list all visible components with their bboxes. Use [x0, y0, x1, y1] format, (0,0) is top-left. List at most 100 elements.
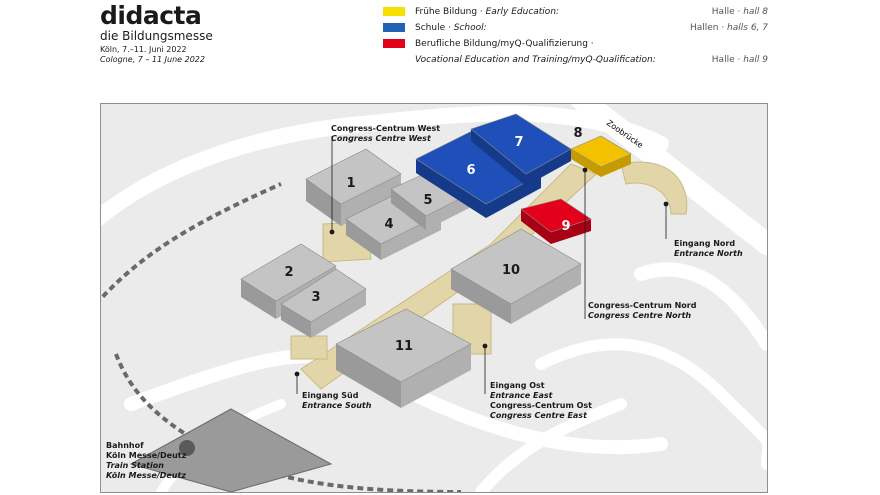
callout-bahnhof-en1: Train Station — [106, 461, 164, 470]
legend-hall-de: Halle · — [711, 55, 744, 65]
hall-11-roof — [335, 308, 472, 383]
leader-dot-ost — [482, 343, 488, 349]
entrance-south-block — [290, 335, 328, 360]
callout-congress-centre-west: Congress-Centrum West Congress Centre We… — [331, 124, 440, 144]
callout-cco-de: Congress-Centrum Ost — [490, 401, 592, 410]
hall-7-side-face — [471, 129, 526, 186]
legend: Frühe Bildung · Early Education: Halle ·… — [383, 4, 768, 68]
callout-entrance-east: Eingang Ost Entrance East Congress-Centr… — [490, 381, 592, 421]
leader-dot-nord — [663, 201, 669, 207]
legend-label-de: Frühe Bildung · — [415, 7, 486, 17]
hall-6-label: 6 — [466, 163, 475, 178]
legend-swatch-red — [383, 39, 405, 48]
legend-label-de: Berufliche Bildung/myQ-Qualifizierung · — [415, 39, 594, 49]
hall-9-side-face — [521, 209, 551, 244]
hall-3-label: 3 — [311, 290, 320, 305]
event-date-de: Köln, 7.–11. Juni 2022 — [100, 45, 187, 54]
legend-label-en: School: — [453, 23, 487, 33]
road-southeast — [535, 338, 767, 470]
hall-11-side-face — [336, 344, 401, 408]
hall-1-label: 1 — [346, 176, 355, 191]
legend-row-early-education: Frühe Bildung · Early Education: Halle ·… — [383, 4, 768, 20]
hall-9: 9 — [520, 198, 592, 244]
callout-bahnhof-de2: Köln Messe/Deutz — [106, 451, 187, 460]
legend-label-en: Early Education: — [485, 7, 560, 17]
legend-hall-de: Halle · — [711, 7, 744, 17]
callout-bahnhof-en2: Köln Messe/Deutz — [106, 471, 186, 480]
road-ost — [475, 398, 627, 492]
hall-7-front-face — [526, 149, 571, 186]
hall-10-front-face — [511, 264, 581, 324]
legend-hall-en: hall 9 — [743, 55, 768, 65]
hall-9-roof — [520, 198, 592, 233]
hall-8-side-face — [571, 149, 601, 177]
legend-row-vocational-en: Vocational Education and Training/myQ-Qu… — [383, 52, 768, 68]
callout-bahnhof-de1: Bahnhof — [106, 441, 144, 450]
callout-cco-en: Congress Centre East — [490, 411, 587, 420]
callout-train-station: Bahnhof Köln Messe/Deutz Train Station K… — [106, 441, 186, 481]
leader-dot-ccn — [582, 167, 588, 173]
hall-3-front-face — [311, 289, 366, 338]
hall-11: 11 — [335, 308, 472, 408]
hall-11-label: 11 — [395, 339, 413, 354]
legend-hall-de: Hallen · — [689, 23, 728, 33]
hall-2-roof — [240, 243, 337, 302]
callout-sued-en: Entrance South — [302, 401, 372, 410]
hall-10: 10 — [450, 228, 582, 324]
hall-8-label: 8 — [573, 126, 582, 141]
hall-3: 3 — [280, 268, 367, 338]
hall-2-label: 2 — [284, 265, 293, 280]
legend-row-vocational: Berufliche Bildung/myQ-Qualifizierung · — [383, 36, 768, 52]
callout-ccn-en: Congress Centre North — [588, 311, 692, 320]
didacta-logo: didacta die Bildungsmesse Köln, 7.–11. J… — [100, 2, 213, 65]
callout-ost-de: Eingang Ost — [490, 381, 545, 390]
legend-swatch-yellow — [383, 7, 405, 16]
hall-10-side-face — [451, 269, 511, 324]
hall-8-front-face — [601, 154, 631, 177]
hall-1-front-face — [341, 174, 401, 226]
logo-subtitle: die Bildungsmesse — [100, 29, 213, 43]
hall-9-label: 9 — [561, 219, 570, 234]
legend-label-de: Schule · — [415, 23, 454, 33]
leader-dot-sued — [294, 371, 300, 377]
callout-congress-centre-north: Congress-Centrum Nord Congress Centre No… — [588, 301, 696, 321]
road-zoobruecke — [571, 104, 767, 255]
hall-9-front-face — [551, 219, 591, 244]
hall-7-label: 7 — [514, 135, 523, 150]
hall-4-side-face — [346, 219, 381, 260]
hall-3-side-face — [281, 304, 311, 338]
callout-ost-en: Entrance East — [490, 391, 553, 400]
legend-row-school: Schule · School: Hallen · halls 6, 7 — [383, 20, 768, 36]
callout-lines — [294, 136, 669, 394]
leader-dot-ccw — [329, 229, 335, 235]
callout-ccw-en: Congress Centre West — [331, 134, 431, 143]
event-date-en: Cologne, 7 – 11 June 2022 — [100, 55, 205, 64]
callout-ccn-de: Congress-Centrum Nord — [588, 301, 697, 310]
hall-5-side-face — [391, 189, 426, 230]
hall-1-roof — [305, 148, 402, 205]
callout-entrance-south: Eingang Süd Entrance South — [302, 391, 371, 411]
hall-6-side-face — [416, 159, 486, 218]
train-station-marker — [179, 440, 195, 456]
road-network — [101, 104, 767, 492]
hall-10-roof — [450, 228, 582, 305]
hall-8: 8 — [570, 126, 632, 177]
callout-entrance-north: Eingang Nord Entrance North — [674, 239, 743, 259]
entrance-north-arc — [620, 161, 688, 215]
callout-ccw-de: Congress-Centrum West — [331, 124, 441, 133]
legend-hall-en: halls 6, 7 — [727, 23, 768, 33]
hall-10-label: 10 — [502, 263, 520, 278]
logo-title: didacta — [100, 1, 202, 30]
callout-sued-de: Eingang Süd — [302, 391, 359, 400]
train-station-platform — [129, 408, 333, 492]
callout-nord-de: Eingang Nord — [674, 239, 736, 248]
hall-7: 7 — [470, 113, 572, 186]
hall-11-front-face — [401, 344, 471, 408]
railway-north — [101, 182, 282, 302]
legend-hall-en: hall 8 — [743, 7, 768, 17]
hall-2-side-face — [241, 279, 276, 319]
road-north — [101, 105, 669, 227]
